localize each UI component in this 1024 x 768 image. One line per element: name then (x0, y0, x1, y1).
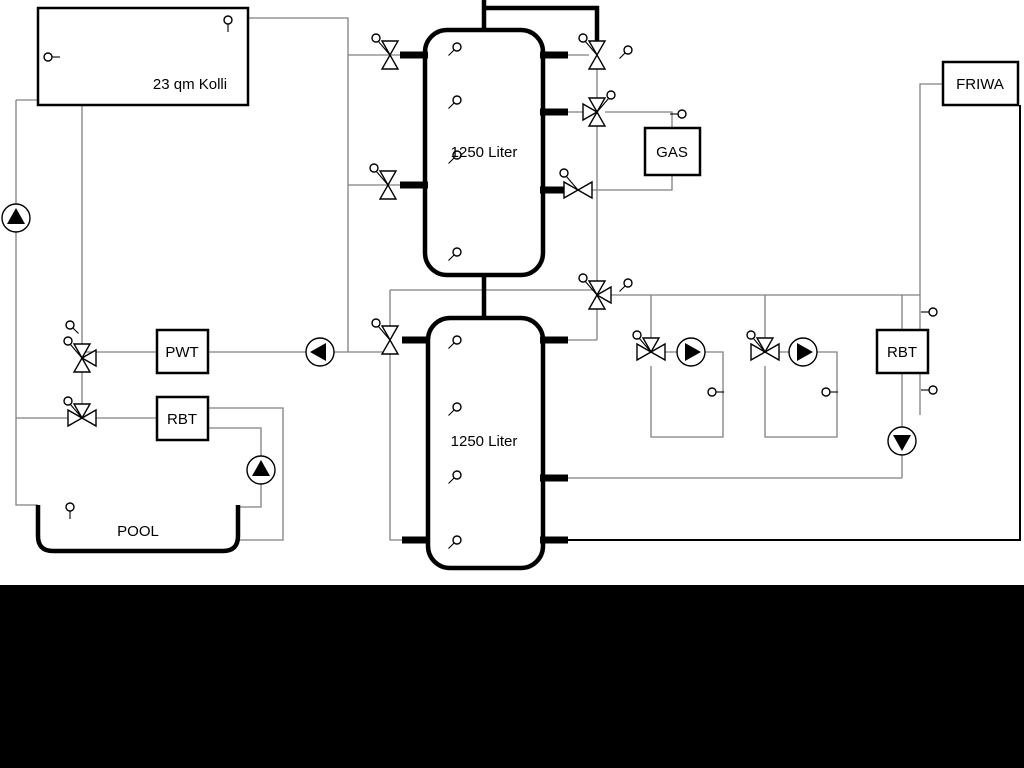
valve-icon-boiler-flow (578, 33, 606, 70)
rbt-heating-label: RBT (887, 344, 917, 361)
valve-icon-solar-mid (369, 163, 397, 200)
pump-icon-circuit1 (676, 337, 706, 367)
sensor-icon-friwa-bottom (920, 385, 938, 395)
letterbox-footer (0, 585, 1024, 768)
friwa-label: FRIWA (956, 76, 1004, 93)
sensor-icon-pwt-line (63, 318, 83, 338)
friwa-cold-line (568, 105, 1021, 541)
three-way-valve-icon-pwt (63, 336, 97, 373)
valve-icon-tank2-feed (371, 318, 399, 355)
pool-label: POOL (117, 523, 159, 540)
pump-icon-circuit2 (788, 337, 818, 367)
friwa-box (941, 60, 1020, 107)
collector-label: 23 qm Kolli (153, 76, 227, 93)
valve-icon-solar-top (371, 33, 399, 70)
three-way-valve-icon-boiler (582, 90, 616, 127)
sensor-icon-pool (65, 502, 75, 520)
buffer-tank-bottom (425, 315, 546, 571)
main-connections (481, 0, 600, 320)
gas-label: GAS (656, 144, 688, 161)
pool-basin (35, 505, 241, 554)
valve-icon-boiler-return (559, 168, 593, 199)
solar-collector-box (36, 6, 250, 107)
rbt-heating-box (875, 328, 930, 375)
boiler-flow-header (484, 5, 600, 42)
pump-icon-solar (1, 203, 31, 233)
pump-icon-rbt-return (887, 426, 917, 456)
buffer-tank-top (422, 27, 546, 278)
pump-icon-pwt (305, 337, 335, 367)
sensor-icon-circuit2-return (821, 387, 839, 397)
tank-stubs (400, 51, 568, 544)
rbt-pool-label: RBT (167, 411, 197, 428)
sensor-icon-boiler-flow (615, 43, 635, 63)
three-way-valve-icon-pool (63, 396, 97, 427)
tank-bottom-label: 1250 Liter (451, 433, 518, 450)
sensor-icon-friwa-top (920, 307, 938, 317)
gas-boiler-box (643, 126, 702, 177)
three-way-valve-icon-distribution (578, 273, 612, 310)
tank-top-label: 1250 Liter (451, 144, 518, 161)
sensor-icon-circuit1-return (707, 387, 725, 397)
sensor-icon-distribution (615, 276, 635, 296)
pwt-label: PWT (165, 344, 198, 361)
mixing-valve-icon-circuit1 (632, 330, 666, 361)
mixing-valve-icon-circuit2 (746, 330, 780, 361)
rbt-pool-box (155, 395, 210, 442)
pwt-box (155, 328, 210, 375)
pump-icon-pool (246, 455, 276, 485)
